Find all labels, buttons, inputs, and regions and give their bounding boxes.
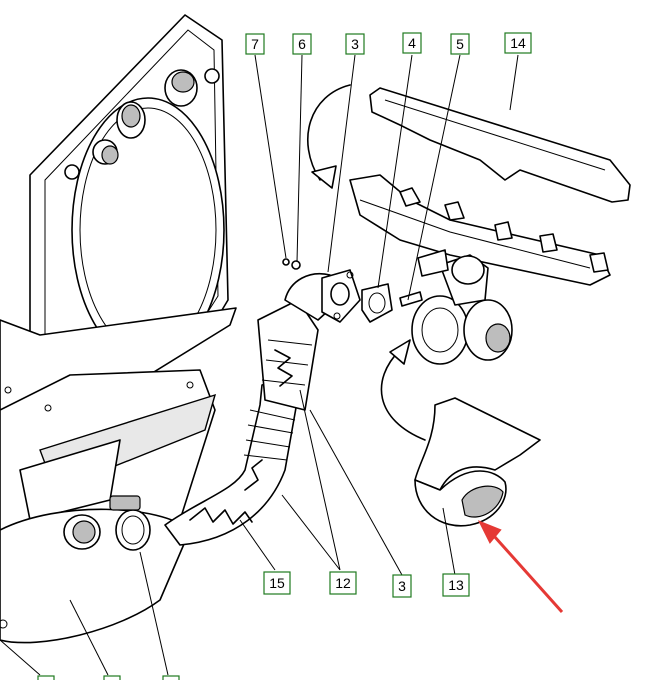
exhaust-flange xyxy=(321,269,361,323)
callout-3-top-label: 3 xyxy=(351,36,359,52)
leader-lines xyxy=(0,54,519,676)
heat-shield xyxy=(369,87,631,203)
hose-clamp xyxy=(109,495,151,551)
callout-5: 5 xyxy=(450,33,470,55)
callout-7-label: 7 xyxy=(251,36,259,52)
callout-bottom-cut-2 xyxy=(103,675,121,680)
callout-3-bottom-label: 3 xyxy=(398,578,406,594)
red-pointer-arrow xyxy=(477,520,564,614)
callout-3-bottom: 3 xyxy=(392,574,412,598)
assembly-arrows xyxy=(306,84,426,441)
callout-15-label: 15 xyxy=(269,575,285,591)
callout-bottom-cut-3 xyxy=(162,675,180,680)
fasteners xyxy=(282,258,423,307)
callout-14: 14 xyxy=(504,32,532,54)
callout-4-label: 4 xyxy=(408,35,416,51)
callout-14-label: 14 xyxy=(510,35,526,51)
radiator-frame xyxy=(29,14,229,391)
elbow-heat-shield xyxy=(414,397,541,527)
callout-12: 12 xyxy=(329,571,357,595)
callout-5-label: 5 xyxy=(456,36,464,52)
callout-12-label: 12 xyxy=(335,575,351,591)
callout-bottom-cut-1 xyxy=(37,675,55,680)
callout-13: 13 xyxy=(442,573,470,597)
callout-13-label: 13 xyxy=(448,577,464,593)
callout-4: 4 xyxy=(402,32,422,54)
lower-frame xyxy=(0,307,237,644)
callout-6-label: 6 xyxy=(298,36,306,52)
callout-6: 6 xyxy=(292,33,312,55)
turbocharger xyxy=(411,249,513,365)
callout-3-top: 3 xyxy=(345,33,365,55)
callout-15: 15 xyxy=(263,571,291,595)
gasket xyxy=(361,283,393,323)
callout-7: 7 xyxy=(245,33,265,55)
